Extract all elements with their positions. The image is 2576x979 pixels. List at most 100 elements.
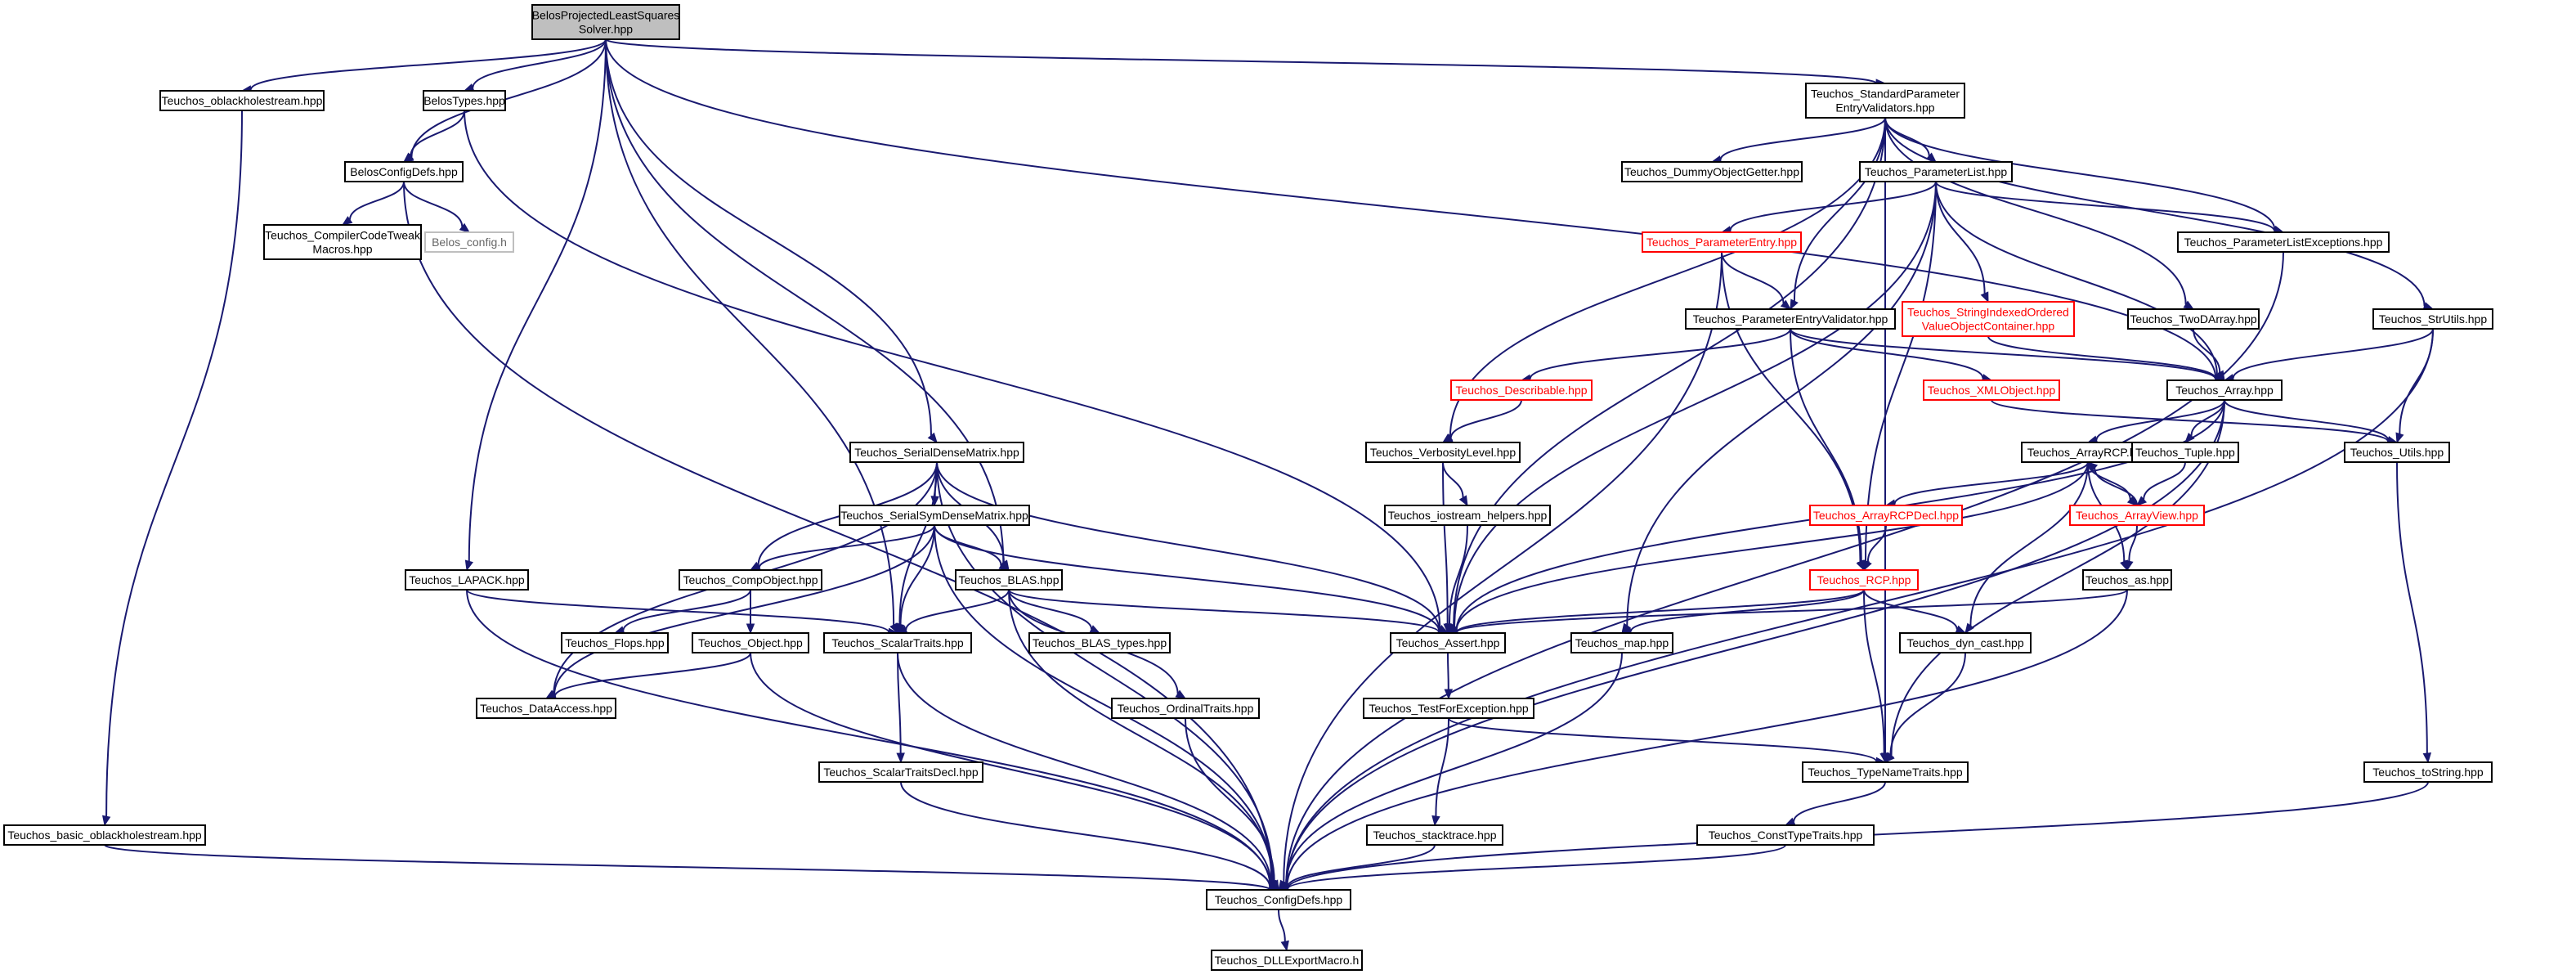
- node-arrayview[interactable]: Teuchos_ArrayView.hpp: [2069, 505, 2205, 526]
- node-dataaccess[interactable]: Teuchos_DataAccess.hpp: [476, 698, 616, 719]
- node-box: [1450, 379, 1593, 401]
- node-ordinaltraits[interactable]: Teuchos_OrdinalTraits.hpp: [1111, 698, 1260, 719]
- arrowhead: [1790, 299, 1799, 311]
- arrowhead: [1780, 299, 1792, 310]
- edge-line: [553, 524, 935, 695]
- node-stacktrace[interactable]: Teuchos_stacktrace.hpp: [1366, 824, 1503, 846]
- node-strutils[interactable]: Teuchos_StrUtils.hpp: [2372, 308, 2493, 330]
- edge-line: [1719, 117, 1886, 160]
- node-map[interactable]: Teuchos_map.hpp: [1570, 632, 1673, 653]
- node-scalartraits[interactable]: Teuchos_ScalarTraits.hpp: [823, 632, 972, 653]
- node-parameterlist[interactable]: Teuchos_ParameterList.hpp: [1859, 161, 2013, 182]
- edge-root-to-lapack: [464, 38, 607, 572]
- node-belosconfigh[interactable]: Belos_config.h: [424, 231, 514, 253]
- node-box: [2131, 442, 2239, 463]
- node-configdefs[interactable]: Teuchos_ConfigDefs.hpp: [1206, 889, 1351, 910]
- arrowhead: [2395, 432, 2404, 444]
- edge-line: [410, 110, 465, 156]
- node-dllexport[interactable]: Teuchos_DLLExportMacro.h: [1211, 950, 1363, 971]
- node-dyncast[interactable]: Teuchos_dyn_cast.hpp: [1899, 632, 2032, 653]
- edge-line: [605, 38, 1005, 564]
- node-object[interactable]: Teuchos_Object.hpp: [692, 632, 809, 653]
- arrowhead: [1458, 495, 1468, 507]
- edge-serialsymdensematrix-to-compobject: [749, 524, 935, 573]
- node-twodarray[interactable]: Teuchos_TwoDArray.hpp: [2127, 308, 2260, 330]
- edge-parameterentry-to-configdefs: [1278, 251, 1723, 891]
- node-label: Teuchos_basic_oblackholestream.hpp: [7, 829, 202, 842]
- node-array[interactable]: Teuchos_Array.hpp: [2166, 379, 2283, 401]
- node-typenametraits[interactable]: Teuchos_TypeNameTraits.hpp: [1802, 761, 1969, 783]
- node-paramentryvalidator[interactable]: Teuchos_ParameterEntryValidator.hpp: [1685, 308, 1896, 330]
- edge-line: [2224, 399, 2390, 441]
- edge-line: [1283, 251, 1723, 882]
- node-oblackhole[interactable]: Teuchos_oblackholestream.hpp: [159, 90, 325, 111]
- node-rcp[interactable]: Teuchos_RCP.hpp: [1809, 569, 1919, 591]
- node-arrayrcpdecl[interactable]: Teuchos_ArrayRCPDecl.hpp: [1809, 505, 1963, 526]
- edge-describable-to-verbositylevel: [1441, 399, 1522, 443]
- arrowhead: [464, 559, 473, 572]
- edge-line: [2193, 328, 2221, 373]
- edge-configdefs-to-dllexport: [1278, 909, 1289, 952]
- edge-line: [1278, 909, 1286, 942]
- node-stringindexed[interactable]: Teuchos_StringIndexedOrderedValueObjectC…: [1902, 301, 2075, 337]
- edge-line: [1285, 652, 1623, 885]
- node-compobject[interactable]: Teuchos_CompObject.hpp: [679, 569, 822, 591]
- node-belostypes[interactable]: BelosTypes.hpp: [423, 90, 506, 111]
- node-label: Teuchos_TypeNameTraits.hpp: [1808, 766, 1963, 779]
- node-paramlistexceptions[interactable]: Teuchos_ParameterListExceptions.hpp: [2177, 231, 2390, 253]
- node-testforexception[interactable]: Teuchos_TestForException.hpp: [1363, 698, 1534, 719]
- node-box: [1685, 308, 1896, 330]
- node-label: EntryValidators.hpp: [1835, 101, 1934, 115]
- node-scalartraitsdecl[interactable]: Teuchos_ScalarTraitsDecl.hpp: [818, 761, 983, 783]
- node-as[interactable]: Teuchos_as.hpp: [2082, 569, 2172, 591]
- node-box: [3, 824, 206, 846]
- node-label: Teuchos_RCP.hpp: [1817, 573, 1911, 586]
- node-consttypetraits[interactable]: Teuchos_ConstTypeTraits.hpp: [1696, 824, 1875, 846]
- node-stdparamvalidators[interactable]: Teuchos_StandardParameterEntryValidators…: [1805, 83, 1965, 119]
- edge-line: [1793, 781, 1886, 822]
- node-box: [1902, 301, 2075, 337]
- edge-root-to-serialdensematrix: [605, 38, 938, 444]
- edge-line: [897, 652, 902, 754]
- node-basicoblackhole[interactable]: Teuchos_basic_oblackholestream.hpp: [3, 824, 206, 846]
- node-lapack[interactable]: Teuchos_LAPACK.hpp: [405, 569, 529, 591]
- node-blas[interactable]: Teuchos_BLAS.hpp: [955, 569, 1063, 591]
- edge-stdparamvalidators-to-dummyobjectgetter: [1710, 117, 1886, 164]
- edge-line: [934, 524, 1274, 884]
- node-belosconfigdefs[interactable]: BelosConfigDefs.hpp: [344, 161, 464, 182]
- edge-testforexception-to-stacktrace: [1431, 717, 1449, 827]
- edge-line: [2094, 468, 2138, 506]
- node-xmlobject[interactable]: Teuchos_XMLObject.hpp: [1923, 379, 2060, 401]
- node-dummyobjectgetter[interactable]: Teuchos_DummyObjectGetter.hpp: [1621, 161, 1803, 182]
- arrowhead: [1431, 815, 1440, 827]
- node-box: [1206, 889, 1351, 910]
- node-tuple[interactable]: Teuchos_Tuple.hpp: [2131, 442, 2239, 463]
- node-box: [1365, 442, 1521, 463]
- edge-line: [1455, 461, 2089, 631]
- node-blastypes[interactable]: Teuchos_BLAS_types.hpp: [1028, 632, 1171, 653]
- edge-line: [1866, 524, 1887, 563]
- edge-line: [1865, 181, 1937, 562]
- node-utils[interactable]: Teuchos_Utils.hpp: [2344, 442, 2450, 463]
- edge-line: [1455, 589, 2128, 634]
- edge-line: [1442, 461, 1449, 625]
- node-iostreamhelpers[interactable]: Teuchos_iostream_helpers.hpp: [1384, 505, 1551, 526]
- edge-line: [1285, 328, 2434, 887]
- node-serialdensematrix[interactable]: Teuchos_SerialDenseMatrix.hpp: [849, 442, 1024, 463]
- node-serialsymdensematrix[interactable]: Teuchos_SerialSymDenseMatrix.hpp: [839, 505, 1030, 526]
- edge-line: [403, 181, 464, 227]
- node-box: [2363, 761, 2493, 783]
- node-box: [1390, 632, 1506, 653]
- node-flops[interactable]: Teuchos_Flops.hpp: [561, 632, 669, 653]
- node-parameterentry[interactable]: Teuchos_ParameterEntry.hpp: [1642, 231, 1802, 253]
- node-assert[interactable]: Teuchos_Assert.hpp: [1390, 632, 1506, 653]
- node-describable[interactable]: Teuchos_Describable.hpp: [1450, 379, 1593, 401]
- arrowhead: [1863, 559, 1872, 572]
- node-box: [531, 4, 680, 40]
- node-label: Teuchos_ScalarTraitsDecl.hpp: [823, 766, 979, 779]
- node-box: [424, 231, 514, 253]
- node-verbositylevel[interactable]: Teuchos_VerbosityLevel.hpp: [1365, 442, 1521, 463]
- node-tostring[interactable]: Teuchos_toString.hpp: [2363, 761, 2493, 783]
